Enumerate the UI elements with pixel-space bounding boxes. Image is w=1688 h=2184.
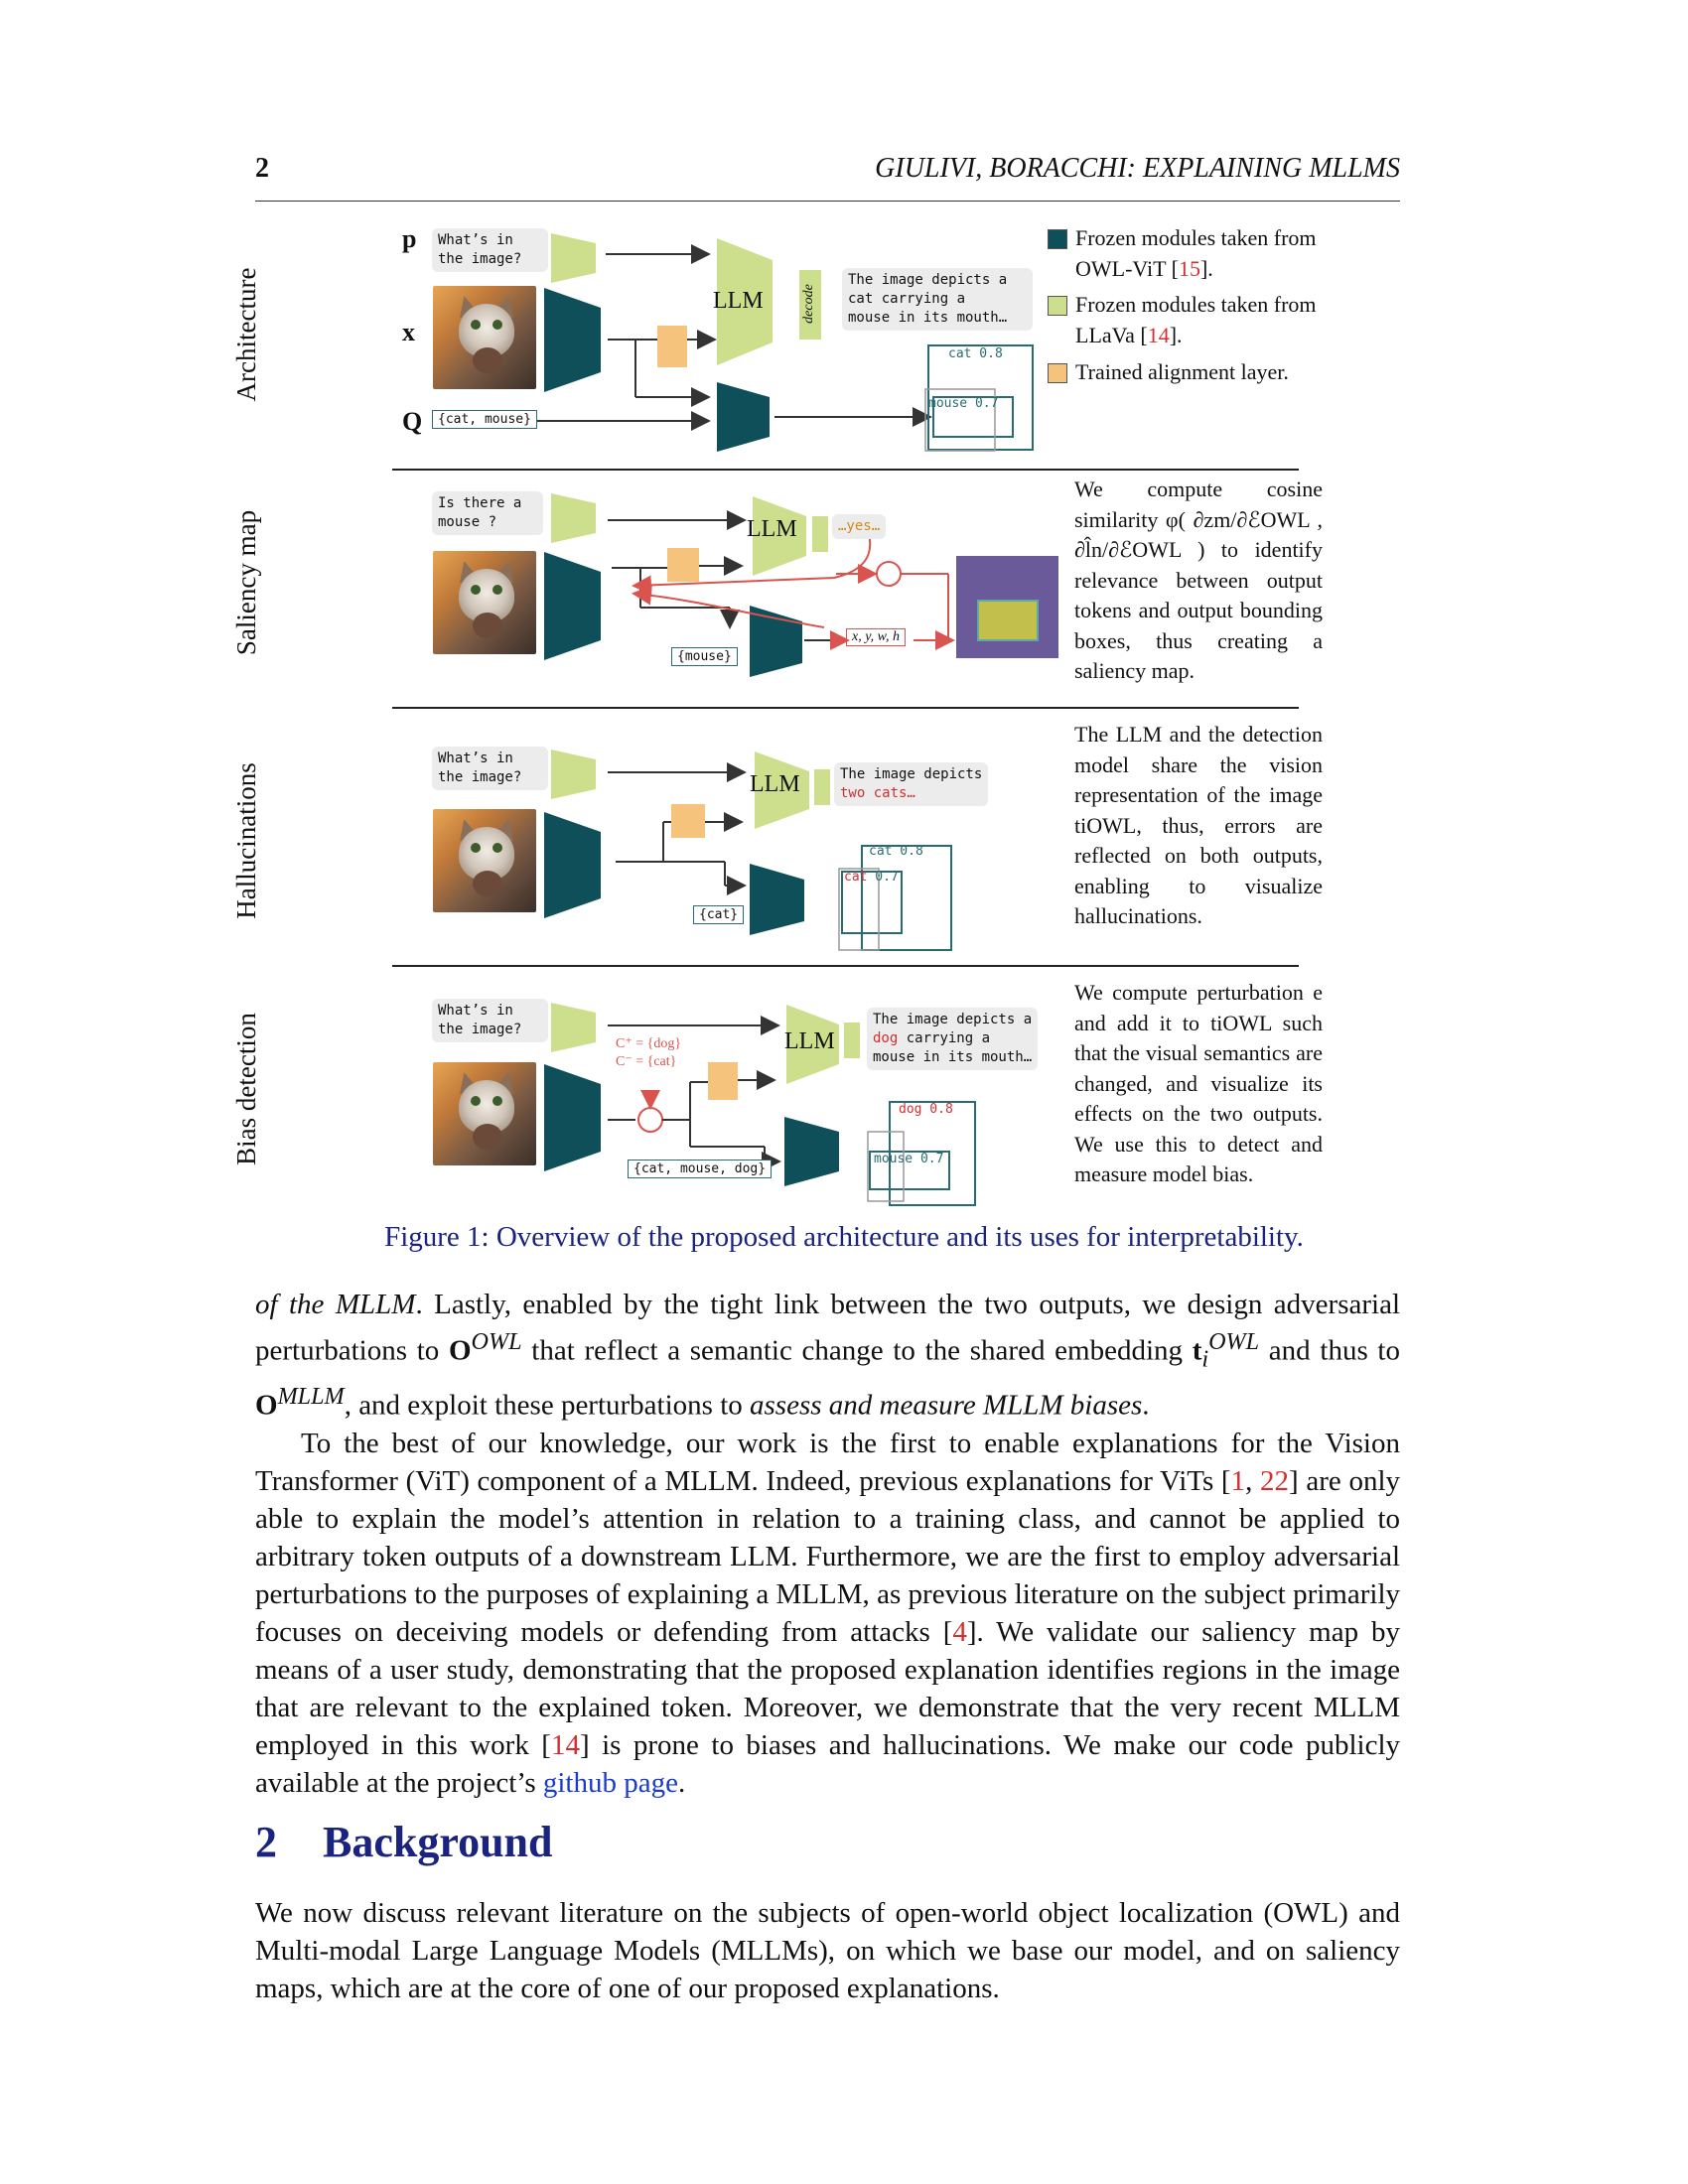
decode-label: decode — [801, 284, 816, 324]
llm-block — [786, 1005, 839, 1084]
image-encoder-block — [544, 552, 601, 660]
page-number: 2 — [255, 153, 269, 184]
image-encoder-block — [544, 812, 601, 918]
image-encoder-block — [544, 288, 601, 392]
cat-image — [433, 551, 536, 654]
perturbation-node — [637, 1107, 663, 1133]
llm-label: LLM — [747, 516, 797, 542]
row-separator — [392, 707, 1299, 709]
llm-label: LLM — [713, 288, 764, 314]
phi-node — [876, 561, 902, 587]
figure-caption: Figure 1: Overview of the proposed archi… — [384, 1221, 1304, 1253]
llm-block — [717, 238, 773, 365]
c-minus-label: C⁻ = {cat} — [616, 1054, 677, 1069]
alignment-layer-block — [708, 1062, 738, 1100]
bbox-frame — [867, 1131, 905, 1202]
paragraph-3: We now discuss relevant literature on th… — [255, 1897, 1400, 2004]
text-encoder-block — [551, 1003, 596, 1052]
output-hallucination: two cats… — [840, 785, 915, 801]
side-text-bias: We compute perturbation e and add it to … — [1074, 980, 1323, 1186]
query-box: {cat, mouse, dog} — [628, 1160, 773, 1178]
bbox-frame — [924, 388, 996, 452]
legend-owl: Frozen modules taken from OWL-ViT [15]. — [1048, 223, 1336, 284]
detection-head-block — [784, 1117, 839, 1186]
section-heading: 2 Background — [255, 1817, 553, 1867]
bbox-cat-label: cat 0.8 — [948, 346, 1003, 361]
row-separator — [392, 469, 1299, 471]
image-encoder-block — [544, 1064, 601, 1171]
c-plus-label: C⁺ = {dog} — [616, 1036, 682, 1051]
llm-out-block — [814, 769, 830, 805]
decode-block — [799, 270, 821, 340]
output-text: The image depicts — [840, 766, 983, 782]
llm-block — [755, 751, 809, 829]
output-bubble: The image depicts a dog carrying a mouse… — [867, 1008, 1039, 1070]
page-header: 2 GIULIVI, BORACCHI: EXPLAINING MLLMS — [255, 153, 1400, 202]
bbox-cat-label-2: cat 0.7 — [844, 870, 899, 885]
text-encoder-block — [551, 750, 596, 799]
alignment-layer-block — [657, 326, 687, 367]
section-number: 2 — [255, 1818, 277, 1866]
llm-out-block — [844, 1023, 860, 1058]
cat-image — [433, 809, 536, 912]
bbox-mouse-label: mouse 0.7 — [928, 396, 999, 411]
alignment-layer-block — [667, 548, 699, 582]
legend-swatch — [1048, 229, 1067, 249]
input-p-label: p — [402, 224, 417, 253]
side-text-saliency: We compute cosine similarity φ( ∂zm/∂ℰOW… — [1074, 477, 1323, 683]
legend-swatch — [1048, 363, 1067, 383]
body-paragraphs: of the MLLM. Lastly, enabled by the tigh… — [255, 1286, 1400, 1802]
bbox-mouse-label: mouse 0.7 — [874, 1152, 944, 1166]
figure-diagram — [442, 233, 1058, 1206]
bbox-mouse — [869, 1151, 950, 1190]
paragraph-2: To the best of our knowledge, our work i… — [255, 1428, 1401, 1800]
prompt-bubble: What’s in the image? — [432, 747, 548, 790]
output-bubble: …yes… — [832, 514, 887, 539]
saliency-highlight — [978, 601, 1038, 640]
xywh-box: x, y, w, h — [846, 628, 906, 646]
llm-block — [753, 496, 806, 576]
bbox-frame — [838, 868, 880, 951]
prompt-bubble: What’s in the image? — [432, 999, 548, 1042]
prompt-bubble: Is there a mouse ? — [432, 491, 543, 535]
query-box: {cat, mouse} — [432, 410, 537, 429]
llm-label: LLM — [784, 1028, 835, 1054]
bbox-cat-1 — [861, 845, 952, 951]
bbox-dog — [889, 1101, 976, 1206]
output-bubble: The image depicts a cat carrying a mouse… — [842, 268, 1033, 331]
cat-image — [433, 286, 536, 389]
bbox-cat — [927, 344, 1034, 451]
llm-label: LLM — [750, 771, 800, 797]
legend-swatch — [1048, 296, 1067, 316]
query-box: {cat} — [693, 905, 745, 924]
output-bubble: The image depicts two cats… — [834, 762, 989, 806]
text-encoder-block — [551, 233, 596, 283]
prompt-bubble: What’s in the image? — [432, 228, 548, 272]
detection-head-block — [750, 606, 802, 677]
section-title: Background — [323, 1818, 553, 1866]
cat-image — [433, 1062, 536, 1165]
input-x-label: x — [402, 318, 415, 346]
legend-llava: Frozen modules taken from LLaVa [14]. — [1048, 290, 1336, 350]
llm-out-block — [812, 516, 828, 552]
side-text-hallucinations: The LLM and the detection model share th… — [1074, 722, 1323, 928]
running-title: GIULIVI, BORACCHI: EXPLAINING MLLMS — [875, 153, 1400, 184]
query-box: {mouse} — [671, 647, 738, 666]
bbox-dog-label: dog 0.8 — [899, 1102, 953, 1117]
detection-head-block — [717, 382, 770, 452]
detection-head-block — [750, 864, 804, 935]
input-q-label: Q — [402, 407, 423, 436]
bbox-cat-label: cat 0.8 — [869, 844, 923, 859]
bbox-cat-2 — [841, 871, 903, 934]
legend-alignment: Trained alignment layer. — [1048, 357, 1336, 388]
github-link[interactable]: github page — [542, 1767, 678, 1800]
alignment-layer-block — [671, 804, 705, 838]
text-encoder-block — [551, 493, 596, 543]
paragraph-1: of the MLLM. Lastly, enabled by the tigh… — [255, 1289, 1400, 1423]
gradient-arrow — [632, 585, 825, 628]
row-separator — [392, 965, 1299, 967]
saliency-box — [977, 600, 1039, 641]
bbox-mouse — [932, 396, 1014, 438]
